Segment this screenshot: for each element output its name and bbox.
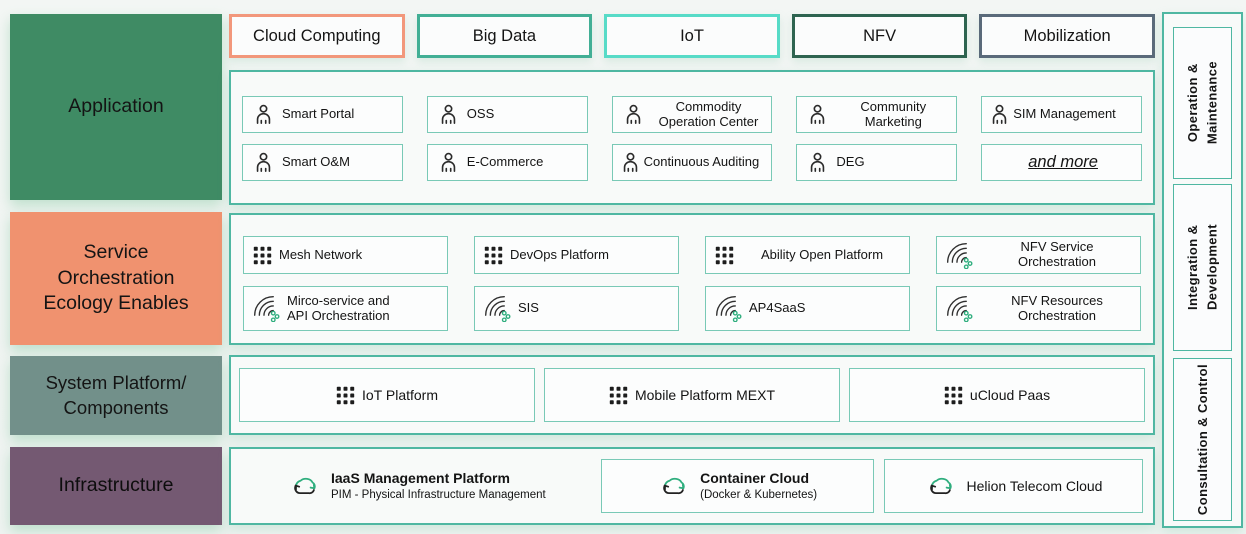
svc-item-label: SIS [518, 300, 539, 316]
app-item-label: Smart O&M [282, 154, 350, 170]
svc-item-label: AP4SaaS [749, 300, 806, 316]
infra-item-subtitle: (Docker & Kubernetes) [700, 488, 818, 501]
person-icon [619, 151, 642, 174]
layer-label-system: System Platform/ Components [10, 356, 222, 435]
person-icon [437, 103, 460, 126]
app-item-label: OSS [466, 106, 495, 122]
sys-item-mobile-platform-mext: Mobile Platform MEXT [544, 368, 840, 422]
app-item-label: E-Commerce [466, 154, 544, 170]
app-grid-icon [609, 386, 628, 405]
svc-item-ap4saas: AP4SaaS [705, 286, 910, 331]
person-icon [252, 103, 275, 126]
sys-item-label: uCloud Paas [969, 386, 1051, 403]
app-item-ecommerce: E-Commerce [426, 144, 588, 181]
app-grid-icon [336, 386, 355, 405]
app-item-label: DEG [836, 154, 865, 170]
sys-item-ucloud-paas: uCloud Paas [849, 368, 1145, 422]
svc-item-label: NFV Resources Orchestration [1011, 292, 1103, 323]
infrastructure-section: IaaS Management Platform PIM - Physical … [229, 447, 1155, 525]
app-item-label: SIM Management [1013, 106, 1116, 122]
app-item-deg: DEG [796, 144, 958, 181]
orchestration-icon [946, 242, 973, 269]
svc-item-sis: SIS [474, 286, 679, 331]
person-icon [806, 151, 829, 174]
layer-label-application: Application [10, 14, 222, 200]
sys-item-label: IoT Platform [362, 386, 438, 403]
tab-nfv: NFV [791, 14, 968, 58]
sys-item-iot-platform: IoT Platform [239, 368, 535, 422]
svc-item-label: Mesh Network [279, 246, 363, 262]
app-grid-icon [253, 246, 272, 265]
person-icon [437, 151, 460, 174]
lifecycle-sidebar: Operation & Maintenance Integration & De… [1162, 12, 1243, 528]
svc-item-microservice-api-orchestration: Mirco-service and API Orchestration [243, 286, 448, 331]
tab-cloud-computing: Cloud Computing [229, 14, 405, 58]
tab-big-data: Big Data [416, 14, 593, 58]
orchestration-icon [253, 295, 280, 322]
app-item-community-marketing: Community Marketing [796, 96, 958, 133]
infra-item-helion-telecom-cloud: Helion Telecom Cloud [884, 459, 1143, 513]
sidebar-item-consultation-control: Consultation & Control [1173, 358, 1232, 521]
svc-item-devops-platform: DevOps Platform [474, 236, 679, 274]
svc-item-label: Ability Open Platform [760, 246, 884, 262]
app-grid-icon [944, 386, 963, 405]
person-icon [622, 103, 645, 126]
app-item-continuous-auditing: Continuous Auditing [611, 144, 773, 181]
orchestration-icon [946, 295, 973, 322]
cloud-sync-icon [658, 474, 690, 499]
cloud-sync-icon [289, 474, 321, 499]
layer-label-infrastructure: Infrastructure [10, 447, 222, 525]
tab-mobilization: Mobilization [979, 14, 1155, 58]
person-icon [252, 151, 275, 174]
app-item-label: Continuous Auditing [643, 154, 760, 170]
app-grid-icon [484, 246, 503, 265]
svc-item-mesh-network: Mesh Network [243, 236, 448, 274]
person-icon [988, 103, 1011, 126]
infra-item-title: Container Cloud [700, 470, 810, 487]
person-icon [806, 103, 829, 126]
app-item-oss: OSS [426, 96, 588, 133]
app-item-smart-portal: Smart Portal [242, 96, 403, 133]
tab-iot: IoT [604, 14, 780, 58]
system-platform-section: IoT Platform Mobile Platform MEXT uCloud… [229, 355, 1155, 435]
svc-item-label: DevOps Platform [510, 246, 609, 262]
service-orchestration-section: Mesh Network DevOps Platform Ability Ope… [229, 213, 1155, 345]
app-item-commodity-operation-center: Commodity Operation Center [611, 96, 773, 133]
infra-item-subtitle: PIM - Physical Infrastructure Management [331, 488, 546, 501]
cloud-sync-icon [925, 474, 957, 499]
svc-item-label: Mirco-service and API Orchestration [287, 292, 390, 323]
sidebar-item-operation-maintenance: Operation & Maintenance [1173, 27, 1232, 179]
sidebar-item-label: Operation & Maintenance [1185, 61, 1220, 145]
app-grid-icon [715, 246, 734, 265]
infra-item-title: IaaS Management Platform [331, 470, 510, 487]
infra-item-container-cloud: Container Cloud (Docker & Kubernetes) [601, 459, 874, 513]
sidebar-item-label: Consultation & Control [1194, 363, 1210, 516]
sys-item-label: Mobile Platform MEXT [634, 386, 776, 403]
orchestration-icon [715, 295, 742, 322]
orchestration-icon [484, 295, 511, 322]
sidebar-item-label: Integration & Development [1185, 224, 1220, 311]
svc-item-label: NFV Service Orchestration [1017, 239, 1097, 269]
layer-label-service: Service Orchestration Ecology Enables [10, 212, 222, 345]
infra-item-iaas-management: IaaS Management Platform PIM - Physical … [289, 459, 583, 513]
svc-item-nfv-service-orchestration: NFV Service Orchestration [936, 236, 1141, 274]
svc-item-ability-open-platform: Ability Open Platform [705, 236, 910, 274]
app-item-smart-om: Smart O&M [242, 144, 403, 181]
app-item-label: Commodity Operation Center [658, 98, 759, 129]
app-item-and-more: and more [981, 144, 1142, 181]
svc-item-nfv-resources-orchestration: NFV Resources Orchestration [936, 286, 1141, 331]
app-item-label: and more [1028, 153, 1098, 172]
application-section: Smart Portal OSS Commodity Operation Cen… [229, 70, 1155, 205]
app-item-sim-management: SIM Management [981, 96, 1142, 133]
category-tabs: Cloud Computing Big Data IoT NFV Mobiliz… [229, 14, 1155, 58]
app-item-label: Smart Portal [282, 106, 355, 122]
app-item-label: Community Marketing [860, 98, 927, 129]
sidebar-item-integration-development: Integration & Development [1173, 184, 1232, 351]
infra-item-title: Helion Telecom Cloud [966, 478, 1103, 494]
